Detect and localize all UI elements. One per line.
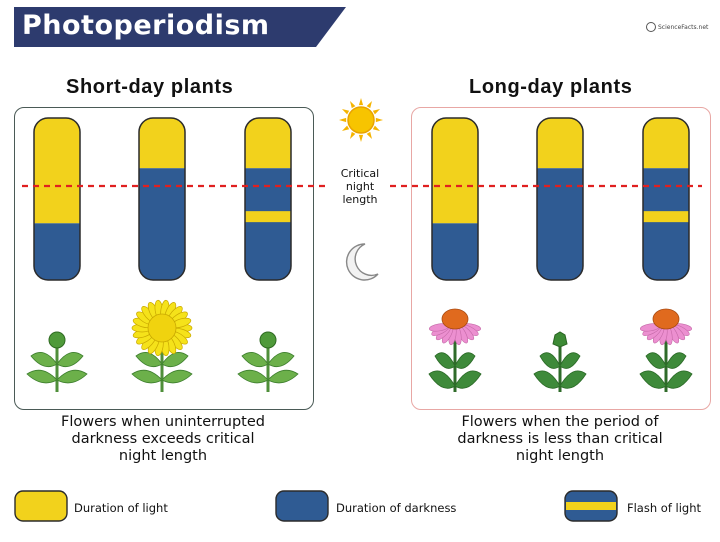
leaf — [533, 370, 561, 389]
leaf — [267, 369, 299, 384]
short-day-plant-2 — [131, 299, 193, 392]
leaf — [161, 369, 193, 384]
leaf — [56, 352, 84, 368]
bar-outline — [431, 117, 479, 281]
short-day-heading: Short-day plants — [66, 76, 234, 98]
short-day-caption-line1: Flowers when uninterrupted — [61, 414, 265, 430]
legend-dark-label: Duration of darkness — [336, 501, 457, 515]
long-day-bar-3 — [642, 117, 690, 281]
brand-icon — [646, 22, 656, 32]
short-day-bar-1 — [33, 117, 81, 281]
leaf — [639, 370, 667, 389]
light-segment — [432, 118, 478, 224]
light-segment — [643, 118, 689, 169]
leaf — [237, 369, 269, 384]
legend-light-swatch — [14, 490, 68, 522]
short-day-caption-line2: darkness exceeds critical — [71, 431, 255, 447]
long-day-heading: Long-day plants — [469, 76, 633, 98]
legend-flash-swatch — [564, 490, 618, 522]
critical-night-label: Critical night length — [325, 167, 395, 206]
bar-outline — [33, 117, 81, 281]
critical-label-line1: Critical — [340, 167, 380, 180]
legend-flash-label: Flash of light — [627, 501, 702, 515]
short-day-plant-3 — [237, 331, 299, 392]
long-day-caption: Flowers when the period of darkness is l… — [411, 414, 709, 465]
legend-dark-swatch — [275, 490, 329, 522]
coneflower — [429, 308, 481, 346]
long-day-plant-1 — [428, 308, 482, 392]
long-day-bar-2 — [536, 117, 584, 281]
legend-light-label: Duration of light — [74, 501, 168, 515]
leaf — [665, 370, 693, 389]
bar-outline — [138, 117, 186, 281]
moon-icon — [345, 243, 379, 281]
bar-outline — [244, 117, 292, 281]
coneflower — [640, 308, 692, 346]
long-day-caption-line3: night length — [515, 448, 605, 464]
dark-segment — [34, 223, 80, 280]
leaf — [131, 369, 163, 384]
flower-bud — [48, 331, 66, 349]
leaf — [454, 370, 482, 389]
brand-logo: ScienceFacts.net — [646, 22, 708, 32]
critical-label-line2: night — [345, 180, 375, 193]
flower-bud — [552, 331, 568, 348]
critical-label-line3: length — [342, 193, 378, 206]
short-day-bar-2 — [138, 117, 186, 281]
leaf — [559, 370, 587, 389]
leaf — [241, 352, 269, 368]
title-banner: Photoperiodism — [14, 7, 346, 47]
light-segment — [139, 118, 185, 169]
bar-outline — [642, 117, 690, 281]
light-segment — [537, 118, 583, 169]
leaf — [161, 352, 189, 368]
short-day-plant-1 — [26, 331, 88, 392]
leaf — [434, 352, 456, 369]
long-day-panel — [411, 107, 711, 410]
long-day-plant-3 — [639, 308, 693, 392]
page-title: Photoperiodism — [22, 10, 270, 41]
chrysanthemum-flower — [131, 299, 193, 357]
leaf — [30, 352, 58, 368]
light-segment — [34, 118, 80, 224]
long-day-bar-1 — [431, 117, 479, 281]
brand-name: ScienceFacts.net — [658, 23, 709, 31]
leaf — [267, 352, 295, 368]
leaf — [559, 352, 581, 369]
leaf — [665, 352, 687, 369]
bar-outline — [536, 117, 584, 281]
sun-icon — [339, 98, 383, 142]
leaf — [428, 370, 456, 389]
leaf — [454, 352, 476, 369]
flower-bud — [259, 331, 277, 349]
leaf — [26, 369, 58, 384]
flash-segment — [245, 211, 291, 223]
dark-segment — [432, 223, 478, 280]
short-day-bar-3 — [244, 117, 292, 281]
short-day-panel — [14, 107, 314, 410]
banner-shape — [14, 7, 346, 47]
light-segment — [245, 118, 291, 169]
long-day-caption-line1: Flowers when the period of — [461, 414, 659, 430]
long-day-plant-2 — [533, 331, 587, 392]
flash-segment — [643, 211, 689, 223]
short-day-caption: Flowers when uninterrupted darkness exce… — [14, 414, 312, 465]
leaf — [539, 352, 561, 369]
leaf — [56, 369, 88, 384]
long-day-caption-line2: darkness is less than critical — [457, 431, 663, 447]
leaf — [135, 352, 163, 368]
short-day-caption-line3: night length — [118, 448, 208, 464]
leaf — [645, 352, 667, 369]
